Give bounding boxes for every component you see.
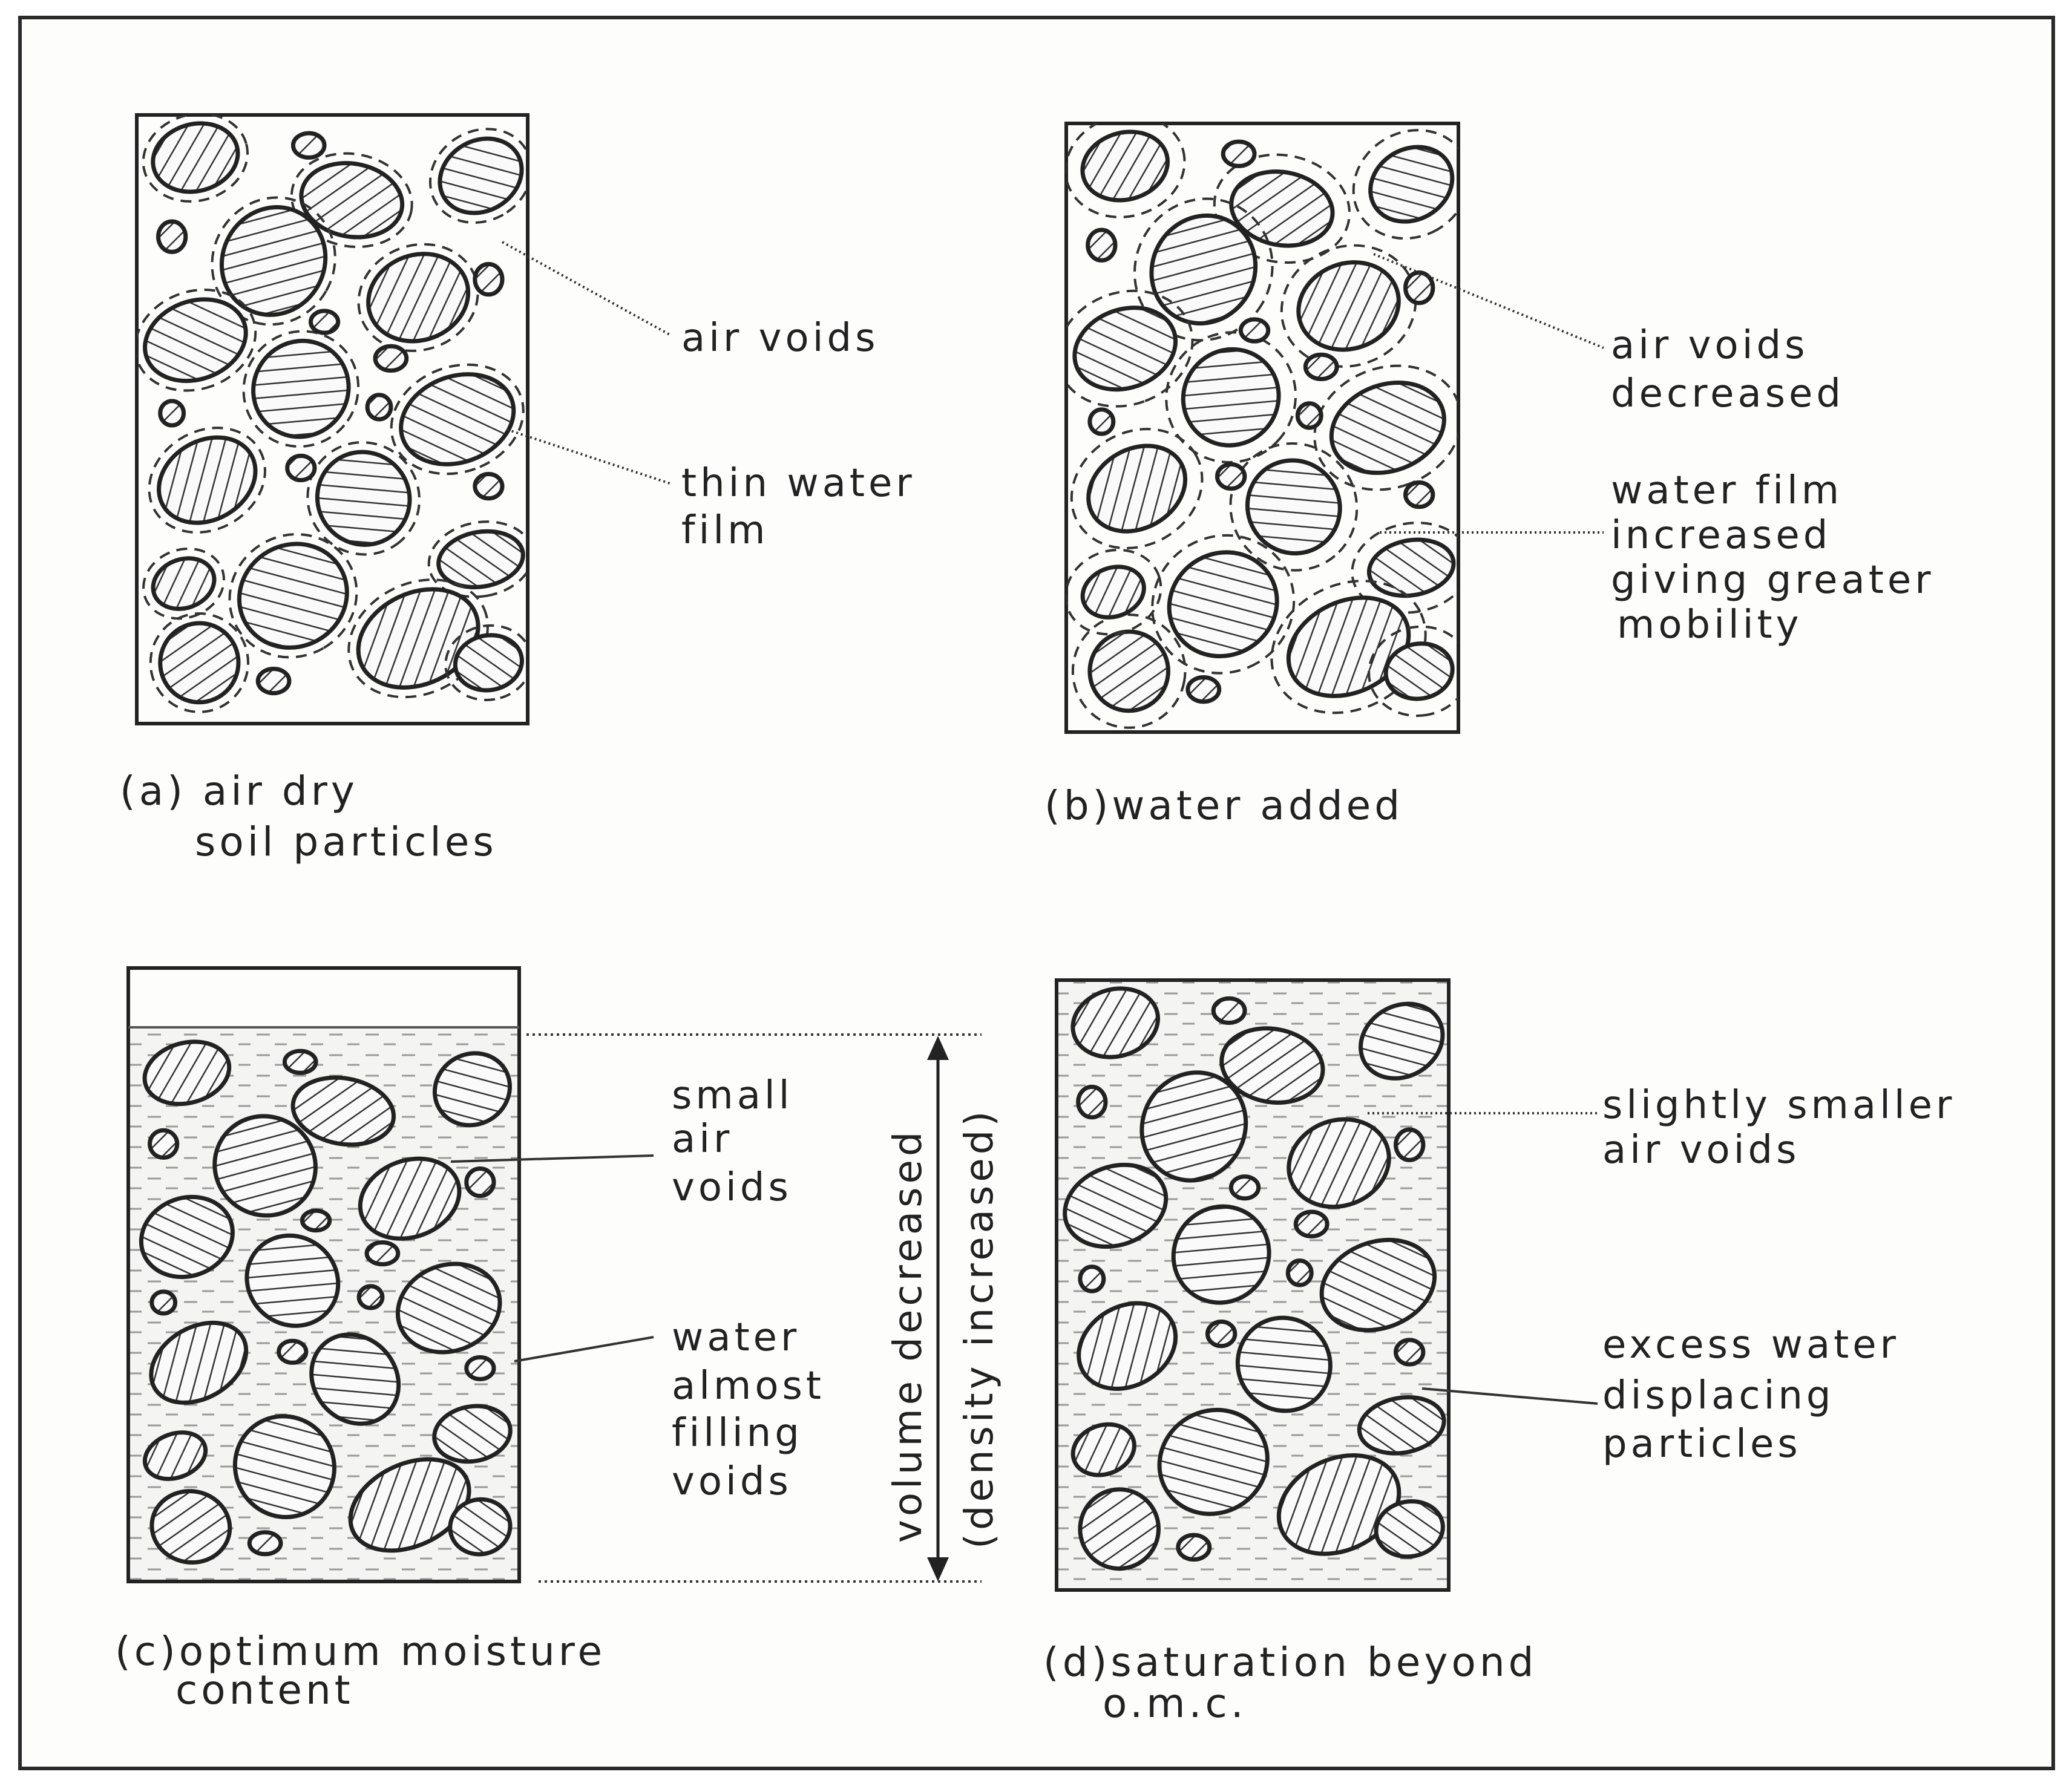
soil-particle: [298, 433, 428, 564]
small-soil-particle: [359, 1286, 382, 1308]
panel-d-label-water-1: excess water: [1602, 1323, 1900, 1367]
density-increased-label: (density increased): [957, 1108, 1002, 1549]
panel-c-label-water-3: filling: [672, 1411, 803, 1456]
panel-a-label-film-2: film: [681, 508, 769, 553]
panel-c-label-water-1: water: [672, 1315, 800, 1360]
small-soil-particle: [375, 346, 407, 370]
panel-b-label-film-2: increased: [1611, 513, 1831, 558]
panel-d-label-water-2: displacing: [1602, 1373, 1835, 1418]
small-soil-particle: [159, 221, 186, 252]
panel-b-caption: (b)water added: [1044, 782, 1403, 829]
small-soil-particle: [1080, 1267, 1104, 1291]
small-soil-particle: [279, 1341, 306, 1362]
soil-particle: [145, 114, 246, 201]
small-soil-particle: [1178, 1535, 1210, 1559]
small-soil-particle: [249, 1532, 281, 1554]
panel-c-label-water-4: voids: [672, 1459, 792, 1504]
small-soil-particle: [1396, 1340, 1423, 1364]
panel-d-caption-1: (d)saturation beyond: [1043, 1639, 1538, 1686]
small-soil-particle: [1296, 1212, 1327, 1236]
panel-c-caption-2: content: [175, 1667, 354, 1713]
panel-c: volume decreased (density increased) sma…: [115, 968, 1002, 1713]
small-soil-particle: [310, 311, 338, 333]
soil-particle: [220, 525, 366, 667]
panel-d: slightly smaller air voids excess water …: [1043, 980, 1955, 1727]
small-soil-particle: [1297, 404, 1321, 428]
panel-b: air voids decreased water film increased…: [1041, 102, 1935, 829]
soil-particle: [434, 525, 527, 594]
soil-particle: [1319, 367, 1457, 488]
small-soil-particle: [287, 456, 315, 480]
panel-c-label-voids-2: air: [672, 1117, 733, 1162]
panel-a-label-film-1: thin water: [681, 461, 916, 506]
panel-d-label-voids-2: air voids: [1602, 1128, 1800, 1173]
small-soil-particle: [1188, 677, 1219, 701]
small-soil-particle: [302, 1211, 329, 1231]
panel-c-headspace: [128, 968, 519, 1027]
soil-particle: [1073, 429, 1201, 548]
panel-b-voids-leader: [1374, 254, 1604, 348]
small-soil-particle: [367, 1243, 398, 1264]
small-soil-particle: [1078, 1087, 1106, 1117]
panel-c-label-voids-3: voids: [672, 1165, 792, 1210]
soil-particle: [143, 420, 271, 540]
small-soil-particle: [284, 1051, 316, 1073]
small-soil-particle: [1207, 1321, 1234, 1346]
volume-arrow-down-head: [927, 1557, 949, 1582]
panel-c-label-water-2: almost: [672, 1364, 825, 1408]
panel-d-caption-2: o.m.c.: [1103, 1680, 1247, 1727]
small-soil-particle: [1305, 355, 1337, 379]
panel-b-label-voids-2: decreased: [1611, 371, 1844, 416]
panel-a-label-air-voids: air voids: [681, 316, 879, 361]
small-soil-particle: [475, 264, 502, 294]
panel-d-label-water-3: particles: [1602, 1422, 1802, 1467]
small-soil-particle: [1088, 230, 1115, 260]
soil-particle: [1075, 123, 1175, 210]
small-soil-particle: [150, 1130, 177, 1157]
panel-b-label-film-3: giving greater: [1611, 558, 1935, 603]
panel-a-caption-2: soil particles: [195, 819, 497, 865]
panel-a-particles: [121, 102, 548, 720]
small-soil-particle: [258, 669, 289, 693]
small-soil-particle: [475, 474, 502, 499]
small-soil-particle: [160, 401, 184, 425]
panel-b-particles: [1041, 102, 1489, 737]
panel-d-label-voids-1: slightly smaller: [1602, 1083, 1955, 1128]
small-soil-particle: [293, 133, 324, 157]
panel-a-caption-1: (a) air dry: [120, 768, 358, 814]
small-soil-particle: [1406, 483, 1433, 507]
volume-arrow-up-head: [927, 1036, 949, 1060]
soil-particle: [1286, 249, 1411, 364]
soil-particle: [154, 617, 244, 708]
small-soil-particle: [1217, 464, 1244, 488]
small-soil-particle: [1231, 1177, 1258, 1199]
small-soil-particle: [1288, 1261, 1311, 1285]
panel-b-label-film-4: mobility: [1617, 603, 1802, 647]
panel-a-film-leader: [507, 430, 672, 484]
panel-c-water-leader: [514, 1337, 654, 1361]
small-soil-particle: [1223, 142, 1254, 166]
small-soil-particle: [467, 1168, 494, 1196]
small-soil-particle: [152, 1292, 175, 1313]
small-soil-particle: [367, 395, 391, 419]
soil-particle: [1075, 558, 1151, 626]
panel-b-label-film-1: water film: [1611, 468, 1843, 513]
small-soil-particle: [1213, 998, 1245, 1022]
small-soil-particle: [467, 1357, 494, 1379]
volume-decreased-label: volume decreased: [886, 1128, 931, 1543]
panel-a: air voids thin water film (a) air dry so…: [120, 102, 916, 865]
panel-c-label-voids-1: small: [672, 1073, 793, 1118]
small-soil-particle: [1241, 319, 1268, 341]
panel-b-label-voids-1: air voids: [1611, 323, 1808, 368]
soil-particle: [1365, 533, 1458, 602]
small-soil-particle: [1090, 410, 1113, 434]
small-soil-particle: [1396, 1130, 1423, 1160]
